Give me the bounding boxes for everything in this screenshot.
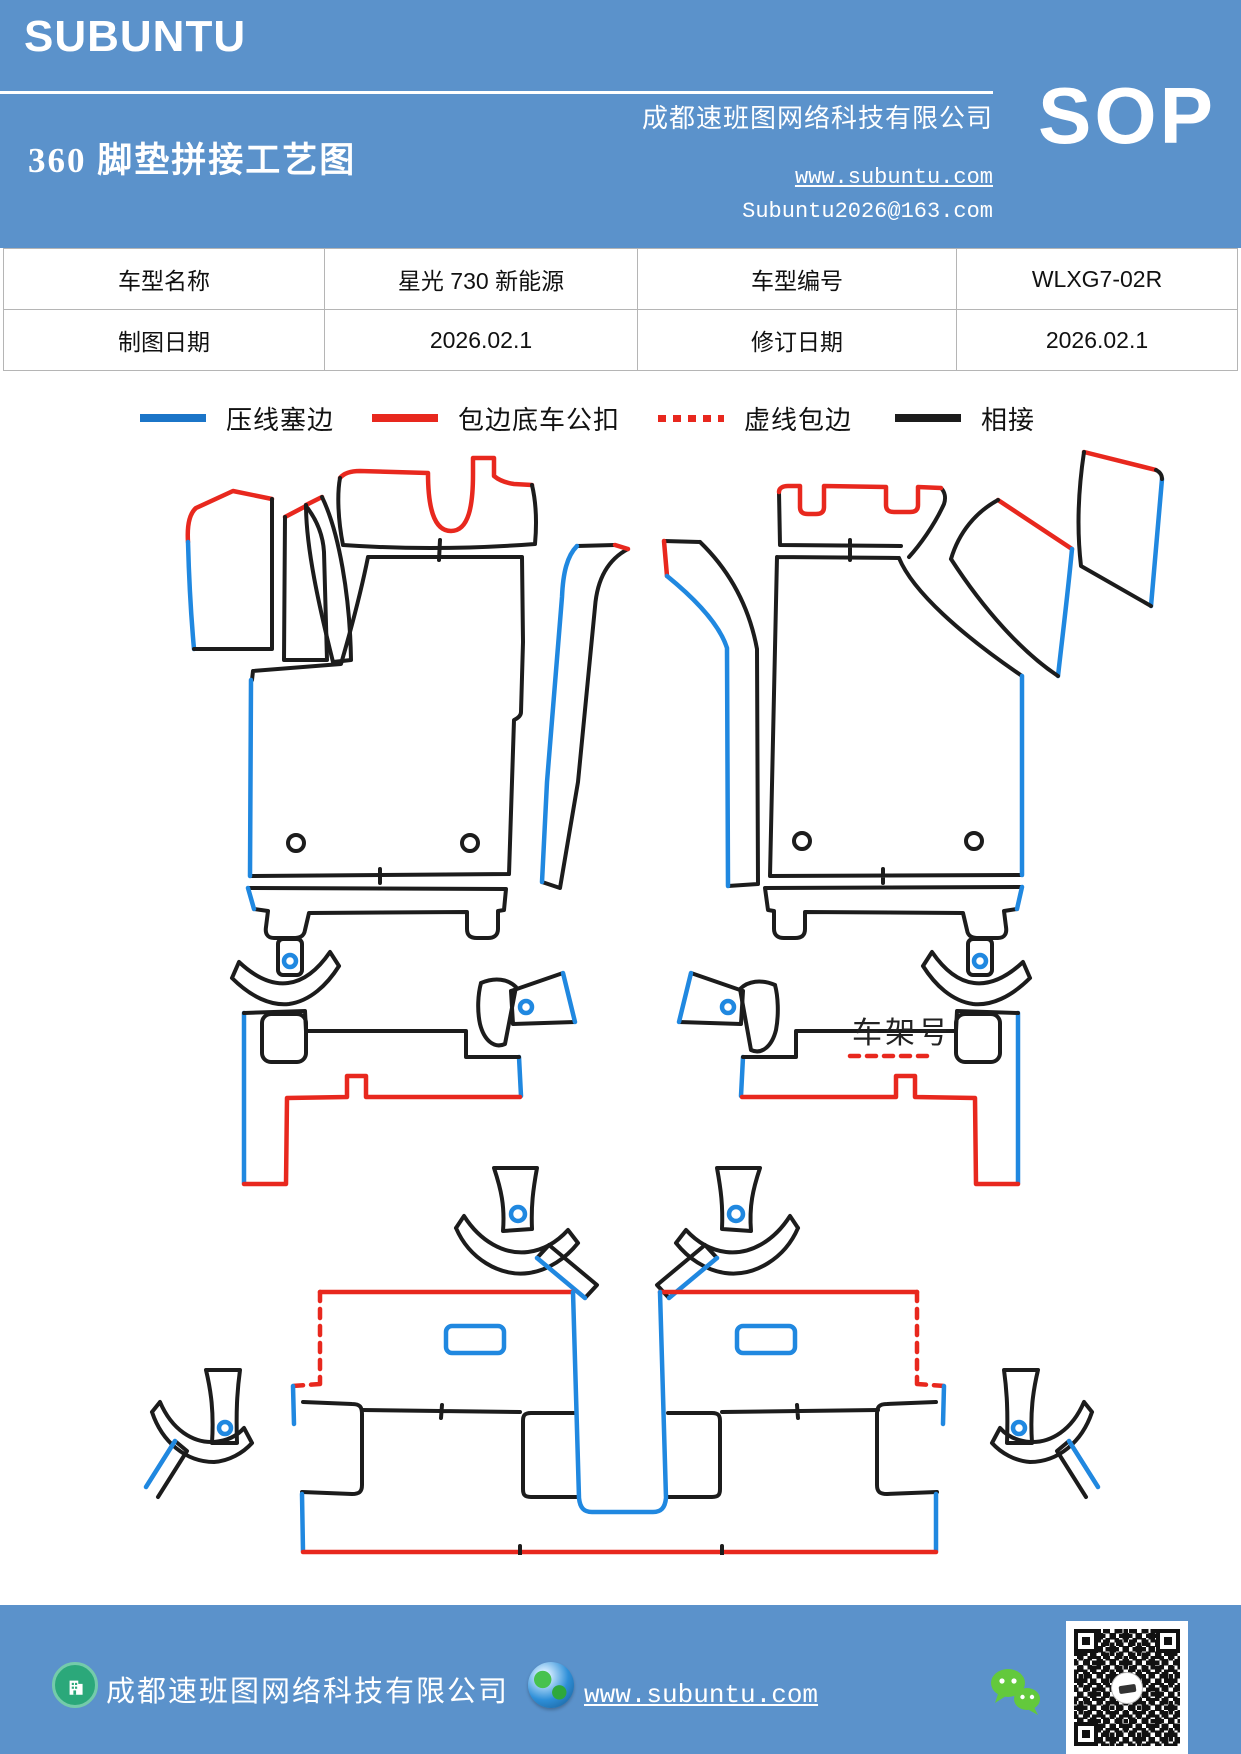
frame-number-label: 车架号	[852, 1017, 951, 1050]
anchor-combo-far-left	[143, 1368, 254, 1499]
piece-right-flap	[949, 497, 1075, 679]
wechat-icon	[988, 1666, 1044, 1723]
crescent-right	[921, 950, 1032, 1007]
company-name: 成都速班图网络科技有限公司	[641, 104, 993, 133]
model-name-value: 星光 730 新能源	[324, 248, 638, 310]
piece-right-top	[776, 483, 947, 562]
legend-label: 包边底车公扣	[458, 404, 621, 435]
email-text: Subuntu2026@163.com	[742, 199, 993, 224]
building-icon	[52, 1662, 98, 1708]
qr-code	[1066, 1621, 1188, 1754]
legend-item-press-edge: 压线塞边	[140, 402, 335, 435]
legend-label: 虚线包边	[744, 404, 853, 435]
clip-left	[276, 937, 304, 977]
rear-mat-right-half	[657, 1289, 947, 1427]
mat-front-left	[247, 538, 525, 885]
qr-finder-mark	[1156, 1629, 1180, 1653]
qr-finder-mark	[1074, 1629, 1098, 1653]
piece-front-right-corner	[1076, 449, 1165, 609]
qr-center-logo	[1111, 1671, 1143, 1704]
rear-left-piece	[241, 1009, 524, 1187]
table-row: 制图日期 2026.02.1 修订日期 2026.02.1	[3, 309, 1238, 371]
brand-logo: SUBUNTU	[24, 12, 247, 61]
header-bar: SUBUNTU 360 脚垫拼接工艺图 成都速班图网络科技有限公司 www.su…	[0, 0, 1241, 248]
footer-website-link[interactable]: www.subuntu.com	[584, 1680, 819, 1710]
wedge-left	[476, 977, 518, 1048]
blue-line-swatch	[140, 414, 206, 422]
table-row: 车型名称 星光 730 新能源 车型编号 WLXG7-02R	[3, 248, 1238, 310]
qr-finder-mark	[1074, 1722, 1098, 1746]
piece-left-top	[336, 455, 538, 550]
bracket-left	[245, 885, 508, 940]
revise-date-value: 2026.02.1	[956, 309, 1238, 371]
anchor-combo-mid-right	[655, 1166, 800, 1301]
anchor-combo-far-right	[990, 1368, 1101, 1499]
legend-label: 相接	[981, 404, 1036, 435]
piece-front-left-corner	[185, 488, 275, 652]
vehicle-info-table: 车型名称 星光 730 新能源 车型编号 WLXG7-02R 制图日期 2026…	[3, 248, 1238, 371]
footer-company-name: 成都速班图网络科技有限公司	[106, 1676, 510, 1708]
draw-date-value: 2026.02.1	[324, 309, 638, 371]
clip-right	[966, 937, 994, 977]
rear-right-piece: 车架号	[738, 1009, 1021, 1187]
red-line-swatch	[372, 414, 438, 422]
piece-left-strip	[282, 503, 329, 662]
footer-bar	[0, 1605, 1241, 1754]
model-code-value: WLXG7-02R	[956, 248, 1238, 310]
rear-mat-left-half	[290, 1289, 576, 1427]
globe-icon	[528, 1662, 574, 1708]
revise-date-label: 修订日期	[637, 309, 957, 371]
wedge-right	[738, 979, 780, 1054]
crescent-left	[230, 950, 341, 1007]
piece-left-fin	[303, 494, 353, 664]
legend-label: 压线塞边	[226, 404, 335, 435]
trapezoid-left	[509, 970, 578, 1026]
sop-badge: SOP	[1038, 71, 1216, 160]
page-title: 360 脚垫拼接工艺图	[28, 141, 357, 180]
bracket-right	[763, 884, 1025, 940]
legend-item-join: 相接	[895, 402, 1036, 435]
draw-date-label: 制图日期	[3, 309, 325, 371]
website-link[interactable]: www.subuntu.com	[794, 165, 993, 190]
black-line-swatch	[895, 414, 961, 422]
legend-item-dashed-wrap: 虚线包边	[658, 402, 853, 435]
red-dashed-swatch	[658, 414, 724, 422]
sill-strip-inner-left	[539, 542, 631, 890]
model-name-label: 车型名称	[3, 248, 325, 310]
pattern-diagram: 车架号	[143, 449, 1165, 1555]
header-divider	[0, 91, 993, 94]
trapezoid-right	[676, 970, 745, 1026]
sill-strip-outer-left	[661, 538, 760, 889]
mat-front-right	[768, 555, 1025, 885]
rear-mat-bottom	[299, 1289, 939, 1555]
header-contact-block: 成都速班图网络科技有限公司 www.subuntu.com Subuntu202…	[642, 98, 993, 224]
model-code-label: 车型编号	[637, 248, 957, 310]
legend-item-buckle-edge: 包边底车公扣	[372, 402, 621, 435]
anchor-combo-mid-left	[454, 1166, 599, 1301]
